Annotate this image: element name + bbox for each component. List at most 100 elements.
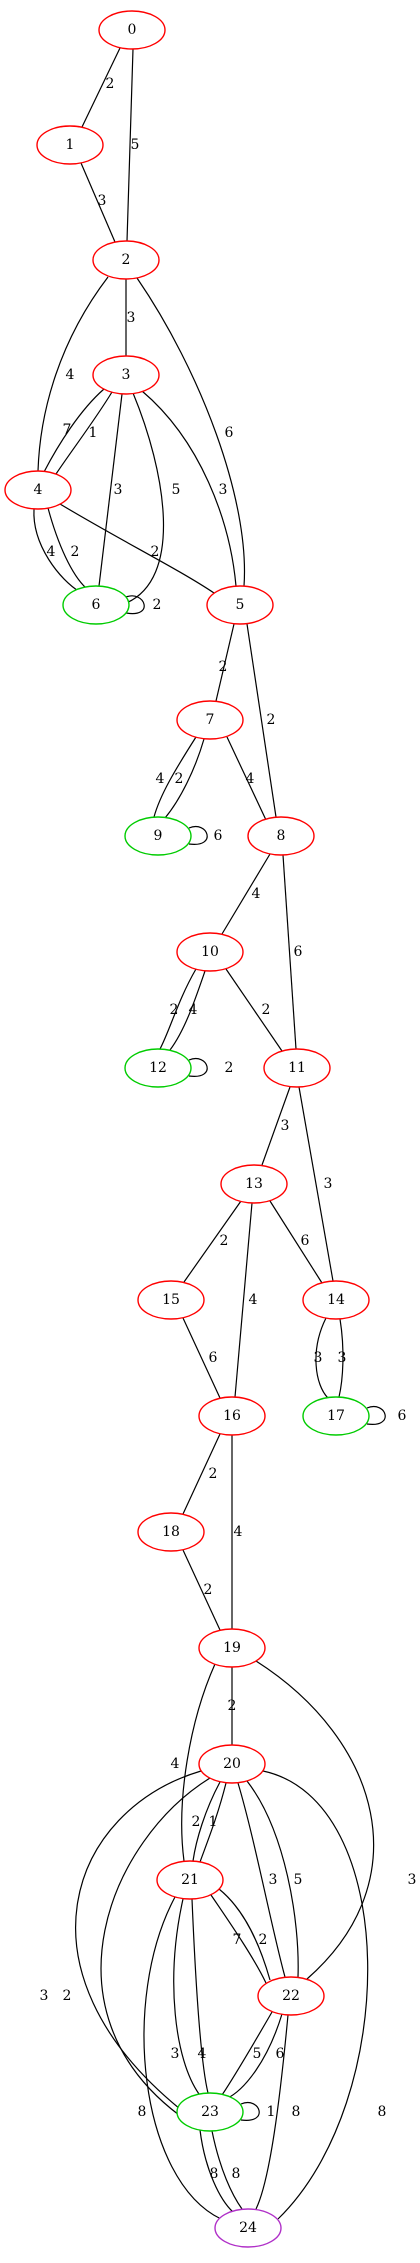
edge-7-9: 4 bbox=[153, 736, 197, 818]
edge-line bbox=[221, 853, 271, 935]
node-label: 0 bbox=[128, 22, 137, 38]
node-label: 11 bbox=[288, 1060, 306, 1076]
edge-23-23: 1 bbox=[240, 2101, 275, 2121]
edge-weight-label: 6 bbox=[276, 2046, 285, 2062]
edge-weight-label: 5 bbox=[294, 1872, 303, 1888]
node-label: 13 bbox=[245, 1176, 263, 1192]
edge-weight-label: 3 bbox=[114, 482, 123, 498]
edge-4-6: 4 bbox=[33, 508, 81, 593]
edge-weight-label: 4 bbox=[198, 2046, 207, 2062]
edge-11-14: 3 bbox=[298, 1086, 334, 1282]
edge-line bbox=[33, 508, 81, 593]
edge-11-13: 3 bbox=[261, 1086, 291, 1166]
edge-22-23: 6 bbox=[225, 2013, 285, 2100]
node-ellipse bbox=[198, 1628, 266, 1668]
edge-weight-label: 4 bbox=[246, 771, 255, 787]
node-label: 7 bbox=[206, 712, 215, 728]
node-ellipse bbox=[176, 932, 244, 972]
edge-3-4: 1 bbox=[55, 391, 113, 475]
edge-weight-label: 2 bbox=[267, 712, 276, 728]
edge-line bbox=[215, 623, 235, 702]
edge-line bbox=[123, 392, 165, 605]
edge-2-3: 3 bbox=[125, 279, 136, 356]
node-label: 12 bbox=[149, 1060, 167, 1076]
edge-line bbox=[192, 1781, 221, 1862]
node-ellipse bbox=[124, 1048, 192, 1088]
node-ellipse bbox=[36, 125, 104, 165]
node-label: 3 bbox=[122, 367, 131, 383]
edge-weight-label: 4 bbox=[234, 1524, 243, 1540]
node-20: 20 bbox=[198, 1744, 266, 1784]
edge-13-15: 2 bbox=[183, 1200, 242, 1283]
edge-22-24: 8 bbox=[255, 2014, 300, 2210]
edge-weight-label: 6 bbox=[294, 944, 303, 960]
edge-line bbox=[173, 1898, 200, 2095]
node-ellipse bbox=[124, 816, 192, 856]
edge-weight-label: 6 bbox=[209, 1350, 218, 1366]
edge-line bbox=[261, 1086, 291, 1166]
node-2: 2 bbox=[92, 240, 160, 280]
edge-weight-label: 7 bbox=[63, 422, 72, 438]
node-14: 14 bbox=[302, 1280, 370, 1320]
edge-line bbox=[225, 2013, 283, 2100]
edge-weight-label: 2 bbox=[106, 76, 115, 92]
node-label: 1 bbox=[66, 137, 75, 153]
edge-7-9: 2 bbox=[164, 738, 205, 819]
edge-line bbox=[153, 736, 197, 818]
edge-20-21: 1 bbox=[199, 1782, 227, 1863]
node-10: 10 bbox=[176, 932, 244, 972]
edge-line bbox=[282, 854, 297, 1050]
node-19: 19 bbox=[198, 1628, 266, 1668]
edge-line bbox=[141, 390, 237, 587]
node-7: 7 bbox=[176, 700, 244, 740]
edge-10-12: 2 bbox=[159, 968, 197, 1050]
edge-weight-label: 2 bbox=[209, 1466, 218, 1482]
edge-1-2: 3 bbox=[80, 162, 116, 243]
edge-line bbox=[237, 1782, 286, 1978]
node-ellipse bbox=[92, 355, 160, 395]
node-ellipse bbox=[302, 1396, 370, 1436]
edge-weight-label: 5 bbox=[172, 482, 181, 498]
edge-line bbox=[199, 2129, 234, 2213]
edge-5-7: 2 bbox=[215, 623, 235, 702]
edge-weight-label: 4 bbox=[252, 886, 261, 902]
node-9: 9 bbox=[124, 816, 192, 856]
node-label: 16 bbox=[223, 1408, 241, 1424]
edge-weight-label: 4 bbox=[189, 1002, 198, 1018]
edge-23-24: 8 bbox=[199, 2129, 234, 2213]
edge-weight-label: 3 bbox=[338, 1350, 347, 1366]
edge-line bbox=[191, 1898, 209, 2094]
edge-weight-label: 3 bbox=[171, 2046, 180, 2062]
edge-line bbox=[47, 507, 87, 589]
node-label: 15 bbox=[162, 1292, 180, 1308]
edge-22-23: 5 bbox=[221, 2011, 273, 2096]
node-8: 8 bbox=[247, 816, 315, 856]
edge-line bbox=[182, 1433, 221, 1515]
edge-weight-label: 2 bbox=[175, 771, 184, 787]
edge-19-21: 4 bbox=[171, 1663, 216, 1862]
edge-19-20: 2 bbox=[228, 1667, 236, 1745]
edge-3-6: 5 bbox=[123, 392, 181, 605]
edge-20-24: 8 bbox=[262, 1770, 386, 2220]
edge-7-8: 4 bbox=[226, 736, 267, 821]
edge-line bbox=[234, 1202, 253, 1398]
edge-line bbox=[37, 276, 109, 472]
edge-line bbox=[136, 277, 246, 587]
edge-6-6: 2 bbox=[125, 595, 161, 615]
edge-line bbox=[59, 503, 215, 594]
edge-line bbox=[182, 1317, 221, 1399]
node-ellipse bbox=[302, 1280, 370, 1320]
edge-line bbox=[218, 1888, 271, 1981]
node-ellipse bbox=[98, 10, 166, 50]
edge-line bbox=[199, 1782, 227, 1863]
edge-line bbox=[100, 1777, 211, 2116]
edge-line bbox=[262, 1770, 369, 2220]
edge-weight-label: 4 bbox=[171, 1756, 180, 1772]
node-ellipse bbox=[198, 1396, 266, 1436]
edge-line bbox=[240, 2101, 260, 2121]
edge-4-6: 2 bbox=[47, 507, 87, 589]
edge-weight-label: 3 bbox=[127, 310, 136, 326]
edge-line bbox=[255, 2014, 289, 2210]
node-11: 11 bbox=[263, 1048, 331, 1088]
